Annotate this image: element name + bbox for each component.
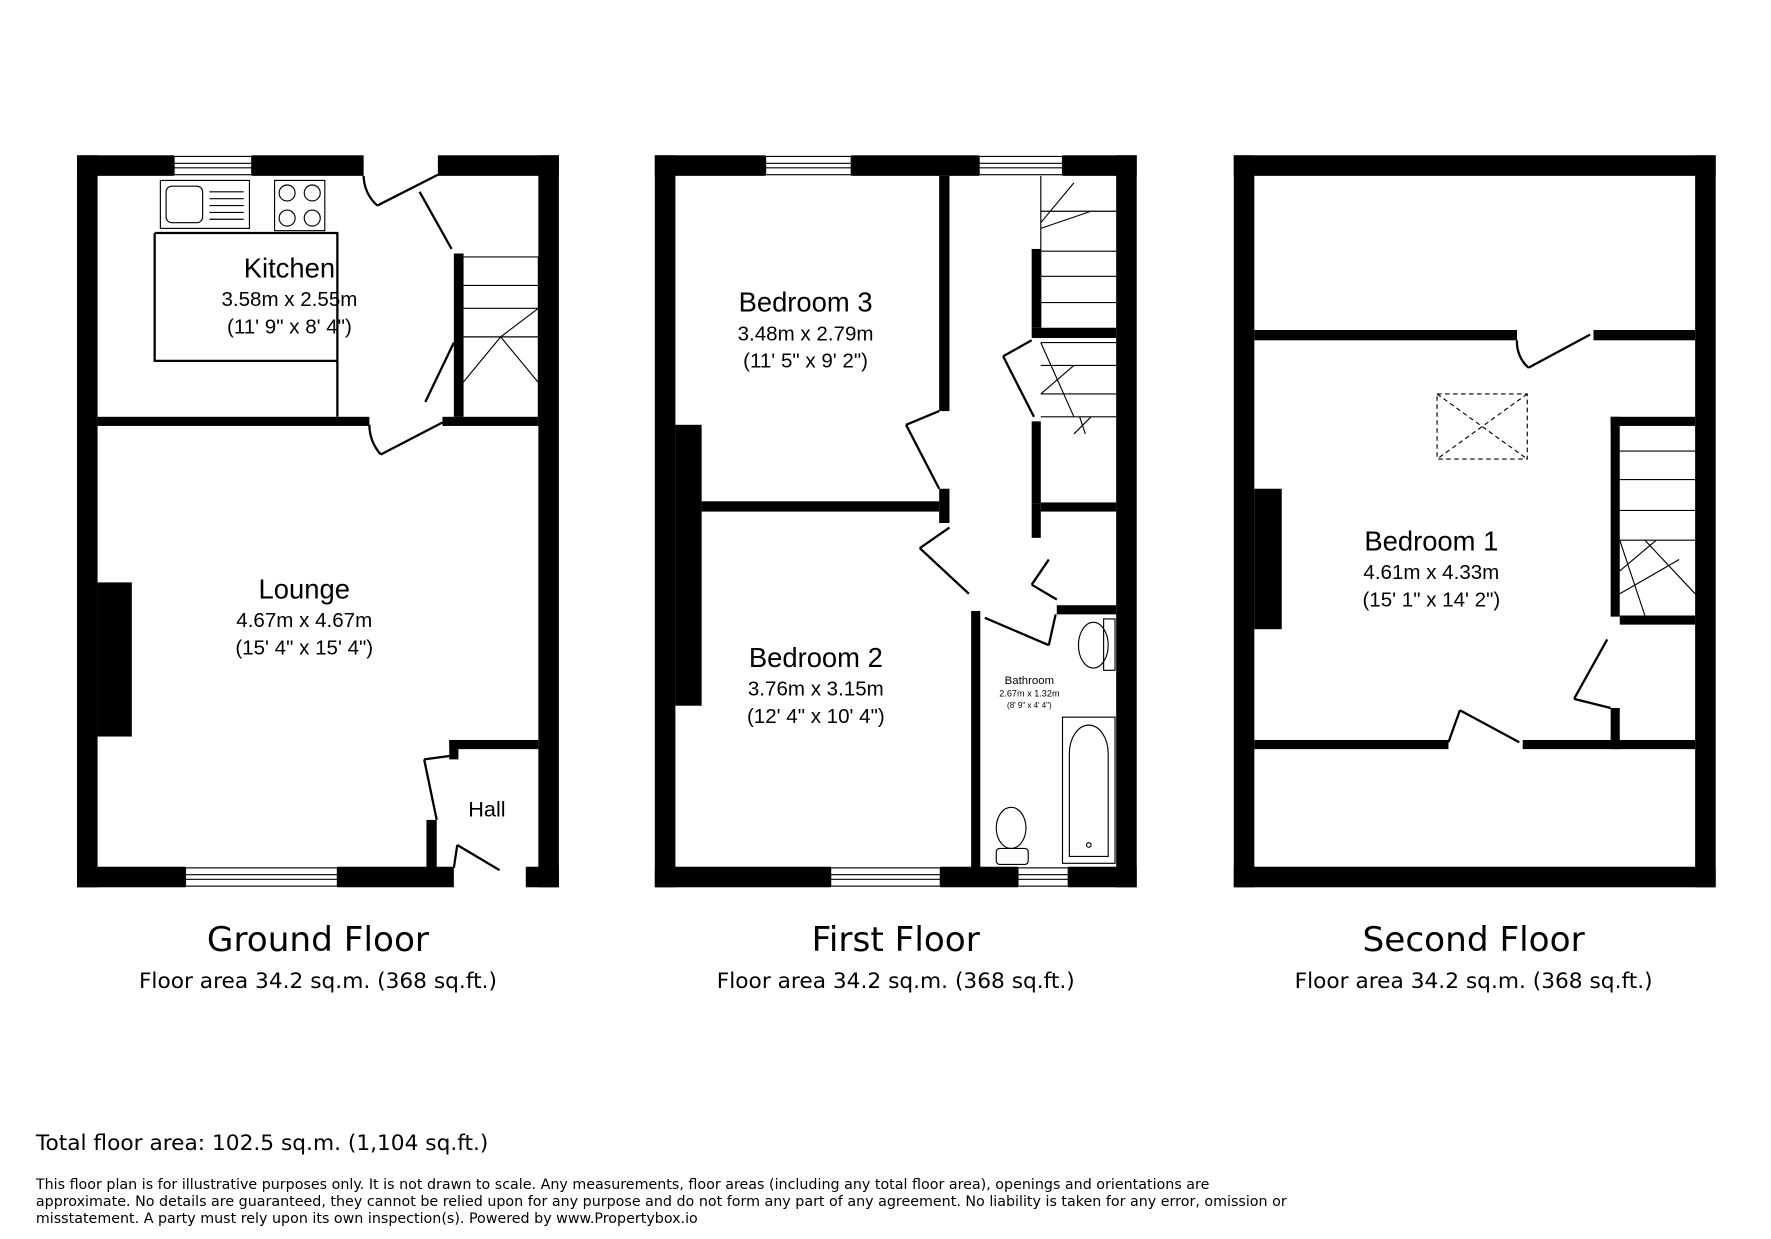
door-icon (984, 614, 1057, 647)
bath-icon (1061, 716, 1116, 864)
room-dimensions: 4.61m x 4.33m (1363, 561, 1499, 584)
room-dimensions-imperial: (15' 4" x 15' 4") (235, 636, 373, 659)
floor-area: Floor area 34.2 sq.m. (368 sq.ft.) (717, 969, 1075, 994)
door-icon (1030, 558, 1058, 601)
room-name: Bathroom (1005, 675, 1054, 687)
room-name: Bedroom 1 (1364, 525, 1498, 556)
hob-icon (273, 179, 326, 232)
floor-area: Floor area 34.2 sq.m. (368 sq.ft.) (1295, 969, 1653, 994)
basin-icon (1077, 618, 1116, 671)
sink-icon (159, 179, 251, 229)
stairs-icon (462, 253, 539, 417)
room-name: Bedroom 3 (739, 287, 873, 318)
door-icon (362, 173, 439, 207)
room-dimensions-imperial: (15' 1" x 14' 2") (1362, 588, 1500, 611)
stairs-icon (1040, 175, 1117, 435)
stairs-icon (1619, 450, 1696, 616)
door-icon (1002, 339, 1035, 418)
door-icon (918, 526, 970, 595)
door-icon (905, 410, 941, 490)
door-icon (1573, 638, 1611, 710)
disclaimer-line: approximate. No details are guaranteed, … (36, 1194, 1287, 1210)
room-dimensions: 3.76m x 3.15m (748, 677, 884, 700)
window (1017, 867, 1069, 887)
room-dimensions-imperial: (11' 9" x 8' 4") (227, 315, 352, 338)
window (978, 155, 1064, 176)
room-dimensions: 2.67m x 1.32m (999, 689, 1059, 699)
door-icon (1447, 709, 1520, 744)
room-name: Hall (468, 796, 505, 821)
room-name: Bedroom 2 (749, 642, 883, 673)
total-floor-area: Total floor area: 102.5 sq.m. (1,104 sq.… (35, 1131, 488, 1156)
room-dimensions: 3.48m x 2.79m (738, 322, 874, 345)
floor-area: Floor area 34.2 sq.m. (368 sq.ft.) (139, 969, 497, 994)
room-dimensions: 4.67m x 4.67m (236, 609, 372, 632)
skylight-icon (1436, 393, 1528, 460)
disclaimer-line: This floor plan is for illustrative purp… (35, 1177, 1210, 1193)
room-name: Lounge (259, 573, 350, 604)
door-icon (424, 342, 455, 403)
door-icon (423, 754, 450, 821)
window (184, 867, 338, 887)
room-dimensions-imperial: (12' 4" x 10' 4") (747, 705, 885, 728)
floor-title: First Floor (812, 920, 981, 960)
first-floor-plan: Bedroom 3 3.48m x 2.79m (11' 5" x 9' 2")… (654, 155, 1137, 888)
second-floor-plan: Bedroom 1 4.61m x 4.33m (15' 1" x 14' 2"… (1233, 155, 1716, 888)
room-dimensions-imperial: (8' 9" x 4' 4") (1007, 701, 1052, 710)
toilet-icon (995, 806, 1029, 866)
door-icon (418, 191, 453, 250)
door-icon (452, 844, 501, 872)
room-name: Kitchen (244, 252, 335, 283)
door-icon (368, 421, 443, 456)
window (173, 155, 253, 176)
door-icon (1515, 333, 1591, 369)
room-dimensions: 3.58m x 2.55m (221, 288, 357, 311)
window (765, 155, 852, 176)
disclaimer-line: misstatement. A party must rely upon its… (36, 1211, 698, 1227)
room-dimensions-imperial: (11' 5" x 9' 2") (743, 350, 868, 373)
floor-title: Second Floor (1363, 920, 1586, 960)
window (830, 867, 941, 887)
floor-title: Ground Floor (207, 920, 430, 960)
ground-floor-plan: Kitchen 3.58m x 2.55m (11' 9" x 8' 4") L… (77, 155, 559, 888)
